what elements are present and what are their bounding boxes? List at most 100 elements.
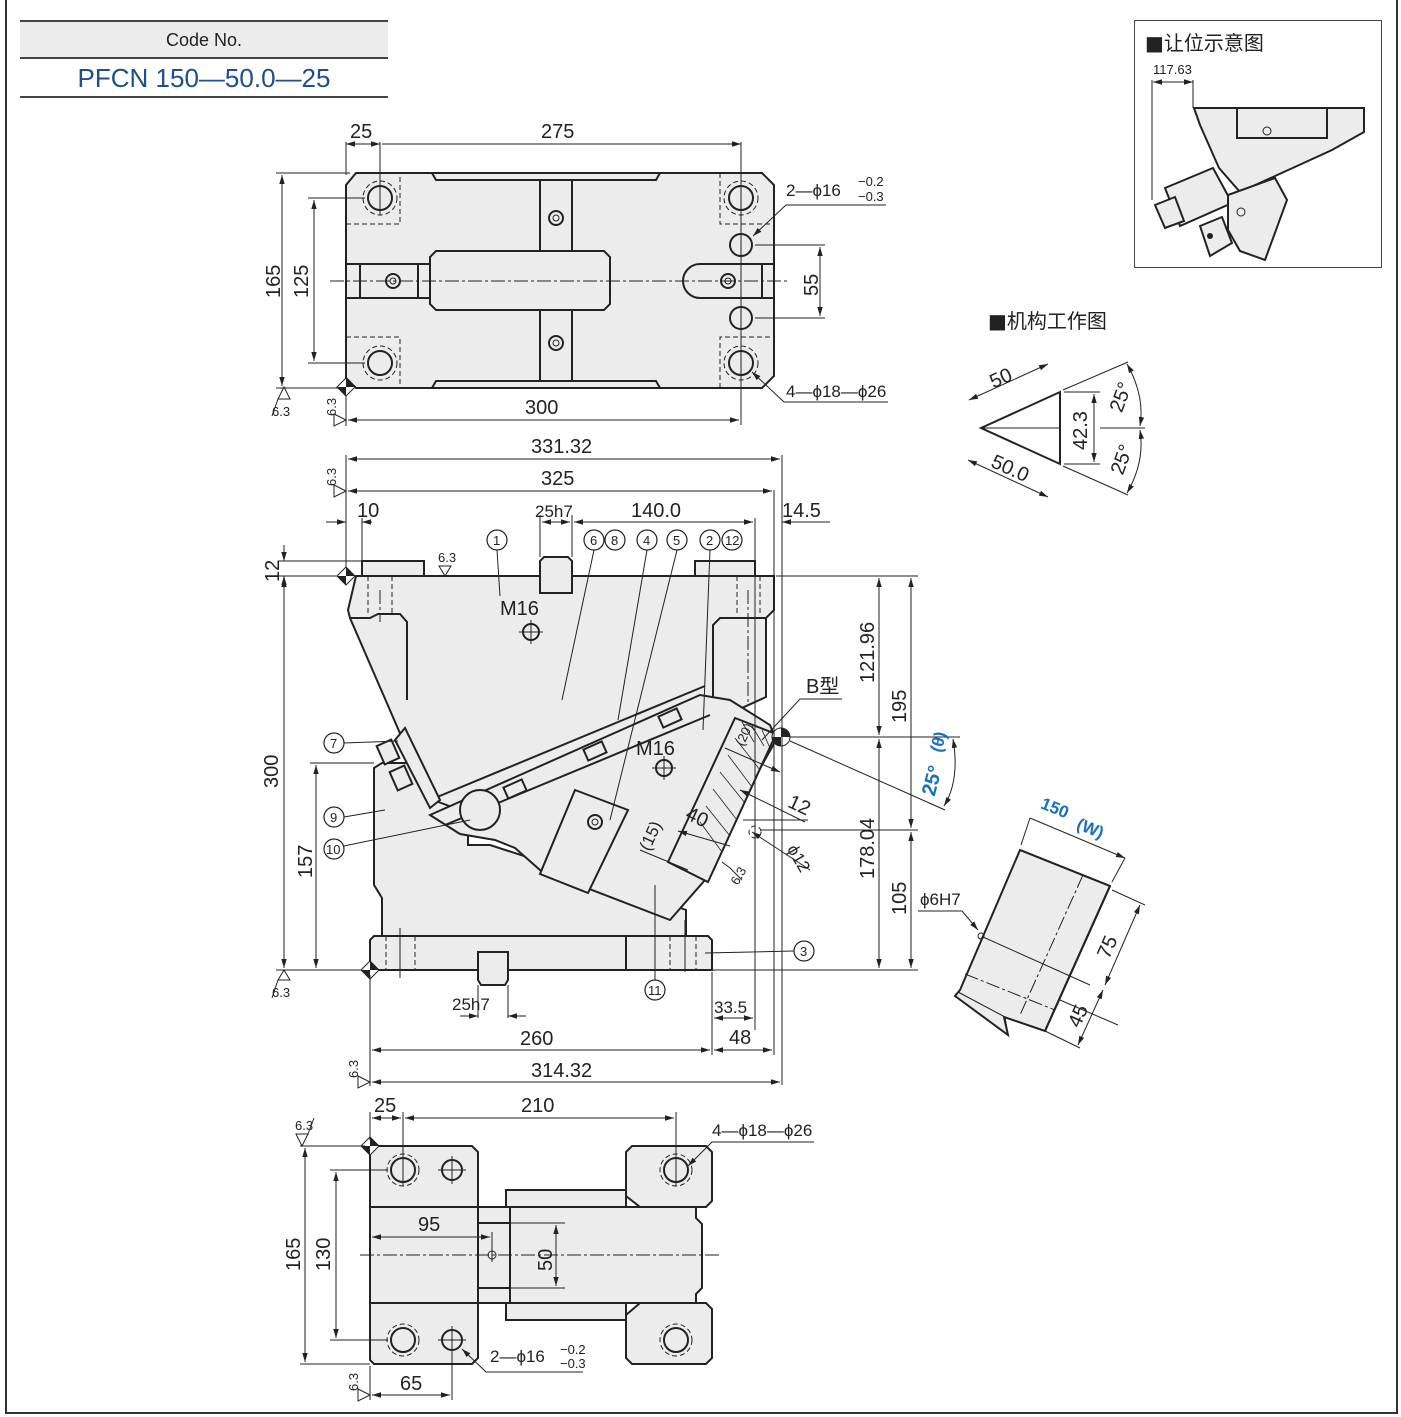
- front-dim-overall-c: 314.32: [531, 1060, 592, 1082]
- balloon-10: 10: [326, 842, 340, 857]
- mechanism-angle-top: 25°: [1106, 379, 1137, 415]
- front-type-label: B型: [806, 675, 839, 698]
- top-dim-hole-pitch: 125: [291, 265, 313, 298]
- part-balloons: 1 6 8 4 5 2 12 7 9 10 3 11: [323, 529, 815, 1001]
- front-dim-key-height: 12: [262, 560, 284, 582]
- bottom-left-top-ear: [369, 1145, 479, 1208]
- bottom-dim-offset: 25: [374, 1095, 396, 1117]
- front-base-plate: [369, 935, 713, 971]
- front-roller: [459, 789, 501, 831]
- front-dim-key-width: 25h7: [535, 502, 573, 521]
- top-view: 25 275 165 125 55 300 2—ϕ16 −0.2 −0.3 4—…: [263, 121, 888, 427]
- front-roughness-3: 6.3: [272, 985, 290, 1000]
- front-roughness-2: 6.3: [438, 550, 456, 565]
- mechanism-inset: ■机构工作图 50 50.0 42.3 25° 25°: [967, 309, 1145, 498]
- balloon-4: 4: [643, 533, 650, 548]
- bottom-view: 25 210 4—ϕ18—ϕ26 165 130 95 50 2—ϕ16 −0.…: [283, 1095, 814, 1402]
- balloon-8: 8: [611, 533, 618, 548]
- bottom-pin-holes-callout: 2—ϕ16: [490, 1347, 545, 1366]
- front-dim-lower-total: 105: [889, 882, 911, 915]
- top-dim-span: 275: [541, 121, 574, 143]
- bottom-dim-pin-pitch: 65: [400, 1373, 422, 1395]
- front-roughness-4: 6.3: [727, 864, 749, 887]
- bottom-roughness-2: 6.3: [346, 1373, 361, 1391]
- balloon-2: 2: [706, 533, 713, 548]
- balloon-11: 11: [648, 983, 662, 998]
- front-dim-overall-a: 331.32: [531, 436, 592, 458]
- top-roughness-1: 6.3: [272, 404, 290, 419]
- mechanism-angle-bottom: 25°: [1107, 442, 1138, 478]
- front-dim-right-a: 33.5: [714, 998, 747, 1017]
- front-thread-label-2: M16: [636, 738, 675, 760]
- bottom-roughness-1: 6.3: [295, 1118, 313, 1133]
- side-dim-75: 75: [1093, 933, 1122, 962]
- mechanism-title: ■机构工作图: [988, 309, 1107, 333]
- code-number: PFCN 150—50.0—25: [20, 59, 388, 98]
- front-angle-value: 25°: [918, 763, 947, 798]
- top-pin-holes-callout: 2—ϕ16: [786, 181, 841, 200]
- bottom-left-bottom-ear: [369, 1302, 479, 1365]
- front-top-key: [539, 556, 573, 594]
- top-dim-height: 165: [263, 265, 285, 298]
- top-socket-screws: [385, 210, 736, 351]
- front-bottom-key: [477, 951, 509, 986]
- top-dim-offset: 25: [350, 121, 372, 143]
- clearance-inset: ■让位示意图 117.63: [1145, 31, 1365, 262]
- front-dim-left-offset: 10: [357, 500, 379, 522]
- clearance-wedge: [1227, 176, 1289, 262]
- clearance-title: ■让位示意图: [1145, 31, 1264, 55]
- top-pin-tol-lower: −0.3: [858, 189, 884, 204]
- balloon-7: 7: [330, 736, 337, 751]
- front-dim-bottom-key: 25h7: [452, 995, 490, 1014]
- wear-plate-hatch: [699, 721, 771, 853]
- front-angle-symbol: (θ): [927, 730, 951, 755]
- mechanism-dim-bottom: 50.0: [988, 451, 1033, 487]
- top-bolt-holes-callout: 4—ϕ18—ϕ26: [786, 382, 886, 401]
- top-dim-slot-pitch: 55: [801, 274, 823, 296]
- front-dim-span: 140.0: [631, 500, 681, 522]
- front-retainer-plate: [538, 788, 630, 895]
- front-view: M16 M16 B型 331.32 325 6.3 10 25h7 140.0 …: [261, 436, 960, 1089]
- bottom-pin-tol-lower: −0.3: [560, 1356, 586, 1371]
- front-dim-right-b: 48: [729, 1027, 751, 1049]
- bottom-dim-span: 210: [521, 1095, 554, 1117]
- side-dim-45: 45: [1064, 1002, 1093, 1031]
- top-pin-tol-upper: −0.2: [858, 174, 884, 189]
- clearance-dim-label: 117.63: [1153, 62, 1192, 77]
- balloon-5: 5: [673, 533, 680, 548]
- front-roughness-1: 6.3: [324, 468, 339, 486]
- front-dim-base-height: 157: [295, 845, 317, 878]
- bottom-pin-tol-upper: −0.2: [560, 1342, 586, 1357]
- top-dim-width: 300: [525, 397, 558, 419]
- clearance-inset-box: [1134, 20, 1382, 268]
- front-dim-right-offset: 14.5: [782, 500, 821, 522]
- front-thread-label-1: M16: [500, 598, 539, 620]
- mechanism-dim-top: 50: [986, 364, 1015, 393]
- side-width-value: 150: [1038, 794, 1071, 822]
- bottom-dim-hole-pitch: 130: [313, 1238, 335, 1271]
- bottom-dim-slot: 50: [535, 1249, 557, 1271]
- balloon-1: 1: [493, 533, 500, 548]
- drawing-frame: [5, 0, 1398, 1414]
- balloon-9: 9: [330, 810, 337, 825]
- bottom-dim-pin-x: 95: [418, 1214, 440, 1236]
- front-dim-height: 300: [261, 755, 283, 788]
- bottom-right-bottom-ear: [625, 1302, 713, 1365]
- front-dim-upper-height: 121.96: [857, 622, 879, 683]
- front-dim-lower-height: 178.04: [857, 818, 879, 879]
- bottom-dim-height: 165: [283, 1238, 305, 1271]
- front-dim-overall-b: 325: [541, 468, 574, 490]
- front-dim-pad-12: 12: [784, 791, 813, 820]
- code-table-header: Code No.: [20, 20, 388, 59]
- top-roughness-2: 6.3: [324, 398, 339, 416]
- code-table: Code No. PFCN 150—50.0—25: [20, 20, 388, 98]
- front-dim-upper-total: 195: [889, 690, 911, 723]
- bottom-bolt-holes-callout: 4—ϕ18—ϕ26: [712, 1121, 812, 1140]
- front-roughness-5: 6.3: [346, 1060, 361, 1078]
- front-dim-base-length: 260: [520, 1028, 553, 1050]
- balloon-12: 12: [725, 533, 739, 548]
- side-hole-callout: ϕ6H7: [920, 890, 961, 909]
- balloon-3: 3: [800, 944, 807, 959]
- side-view: 150 (W) ϕ6H7 75 45: [918, 794, 1146, 1049]
